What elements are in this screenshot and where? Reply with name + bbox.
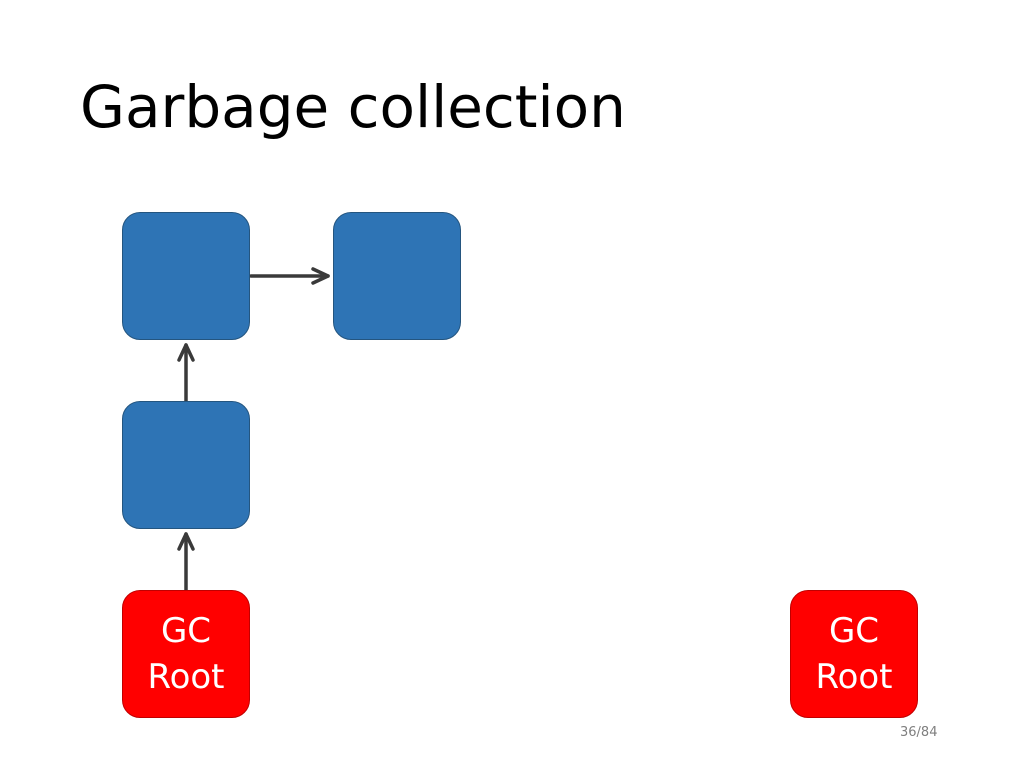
slide-title: Garbage collection	[80, 73, 626, 141]
gc-root-right-line2: Root	[815, 657, 893, 697]
gc-root-left-line1: GC	[160, 611, 212, 651]
edge-object-c-to-object-a	[177, 343, 195, 403]
heap-object-b	[333, 212, 461, 340]
gc-root-left-line2: Root	[147, 657, 225, 697]
gc-root-right: GC Root	[790, 590, 918, 718]
edge-root-to-object-c	[177, 532, 195, 592]
heap-object-c	[122, 401, 250, 529]
gc-root-left: GC Root	[122, 590, 250, 718]
heap-object-a	[122, 212, 250, 340]
gc-root-right-line1: GC	[828, 611, 880, 651]
page-number: 36/84	[900, 725, 938, 740]
edge-object-a-to-object-b	[249, 267, 330, 285]
